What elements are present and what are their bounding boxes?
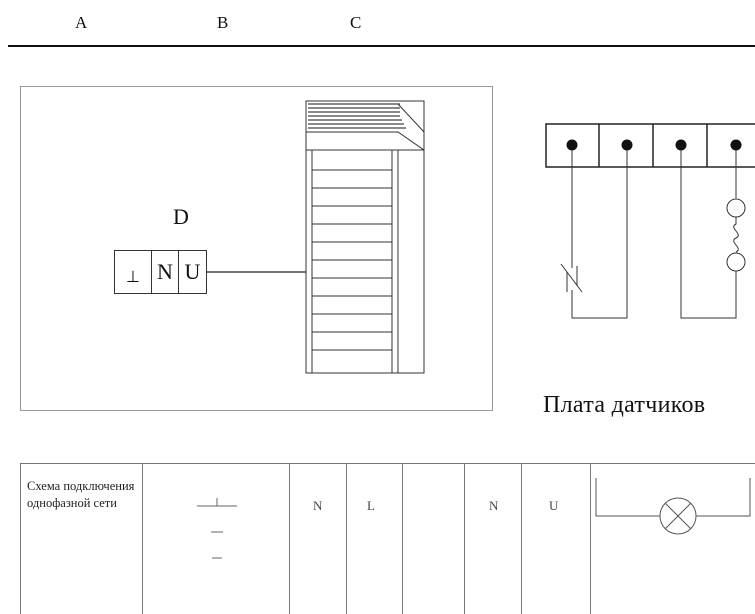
table-col-empty <box>402 464 465 614</box>
table-col-n2 <box>464 464 522 614</box>
header-label-c: C <box>350 13 362 32</box>
terminal-u: U <box>184 259 201 284</box>
connection-table: Схема подключения однофазной сети N L N … <box>20 463 755 614</box>
sensor-board-label: Плата датчиков <box>543 392 706 418</box>
table-cell-l: L <box>367 498 375 513</box>
header-label-b: B <box>217 13 229 32</box>
table-col-l <box>346 464 403 614</box>
header-label-a: A <box>75 13 88 32</box>
lamp-symbol-icon <box>595 478 751 535</box>
table-cell-n2: N <box>489 498 499 513</box>
indoor-unit-icon <box>305 100 425 374</box>
table-cell-n1: N <box>313 498 323 513</box>
ground-symbol-icon <box>197 498 237 559</box>
table-col-ground <box>142 464 290 614</box>
sensor-board-diagram <box>545 123 755 319</box>
terminal-block: ⊥ N U <box>114 250 207 294</box>
table-col-u <box>521 464 591 614</box>
table-cell-u: U <box>549 498 559 513</box>
table-col-title <box>21 464 143 614</box>
table-col-n1 <box>289 464 347 614</box>
table-title: Схема подключения однофазной сети <box>27 479 135 510</box>
terminal-ground: ⊥ <box>115 251 152 293</box>
terminal-n: N <box>152 251 179 293</box>
wiring-diagram-frame <box>20 86 493 411</box>
header-divider <box>8 45 755 47</box>
terminal-block-label: D <box>173 204 189 229</box>
